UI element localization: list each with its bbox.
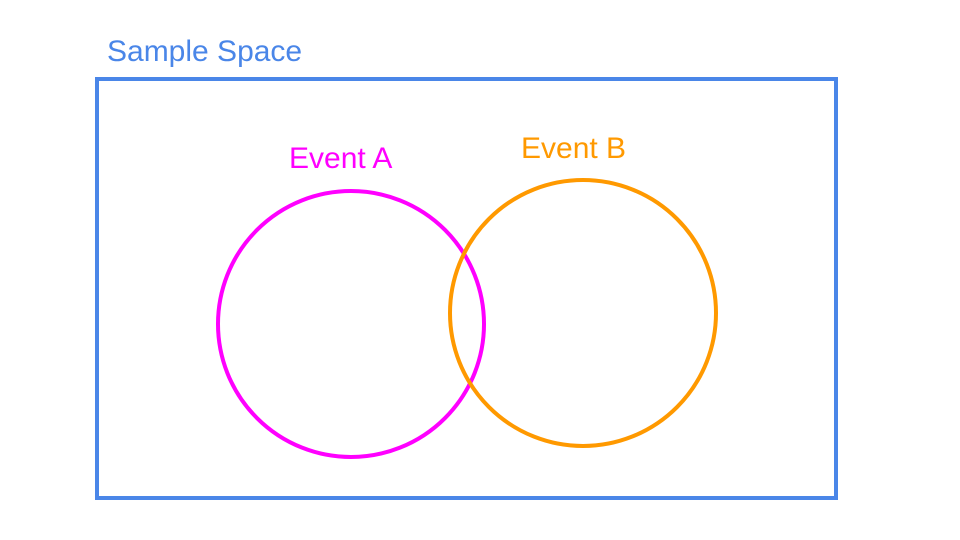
sample-space-rectangle bbox=[95, 77, 838, 500]
event-b-circle bbox=[448, 178, 718, 448]
sample-space-label: Sample Space bbox=[107, 35, 302, 68]
event-a-circle bbox=[216, 189, 486, 459]
event-b-label: Event B bbox=[521, 132, 626, 165]
event-a-label: Event A bbox=[289, 142, 392, 175]
